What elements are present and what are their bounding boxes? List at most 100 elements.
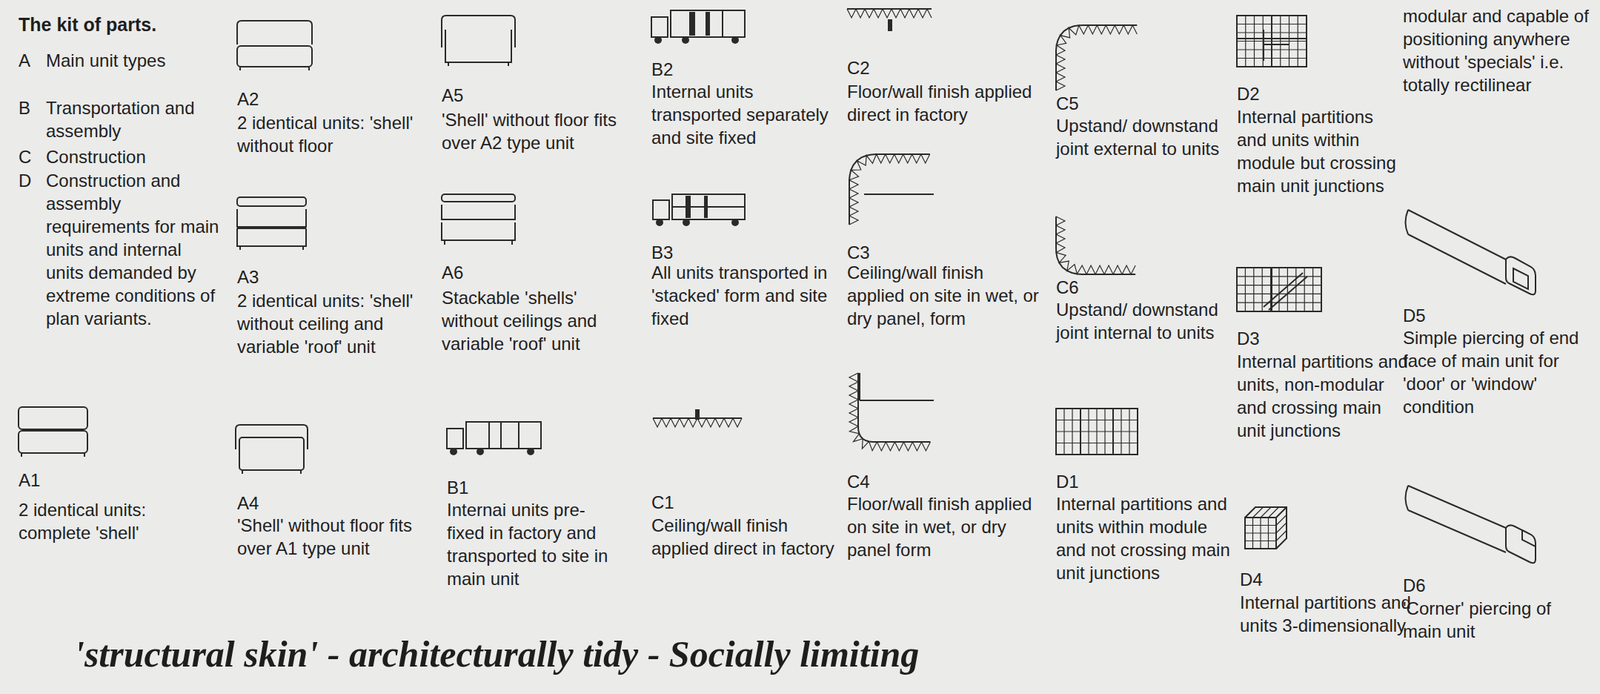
unit-shell bbox=[237, 45, 312, 67]
internal-unit bbox=[705, 11, 710, 36]
item-label: Internal partitions and units 3-dimensio… bbox=[1239, 590, 1418, 637]
item-label: Internai units pre-fixed in factory and … bbox=[446, 498, 619, 590]
handwritten-caption: 'structural skin' - architecturally tidy… bbox=[74, 631, 919, 676]
item-label: 2 identical units: 'shell' without ceili… bbox=[237, 289, 427, 358]
item-code: C bbox=[18, 145, 44, 169]
item-label: Ceiling/wall finish applied on site in w… bbox=[847, 260, 1042, 330]
truss-zigzag bbox=[652, 417, 742, 427]
wheel bbox=[476, 447, 484, 456]
item-label: Internal units transported separately an… bbox=[651, 80, 837, 149]
truss-edge bbox=[1056, 25, 1137, 91]
cube-face bbox=[1245, 517, 1277, 549]
truss-zigzag bbox=[1056, 216, 1136, 275]
item-code: B bbox=[18, 96, 44, 120]
unit-shell bbox=[18, 406, 88, 430]
item-label: All units transported in 'stacked' form … bbox=[651, 260, 837, 330]
grid-line bbox=[1079, 408, 1082, 455]
item-code: D6 bbox=[1402, 573, 1448, 597]
item-label: Floor/wall finish applied on site in wet… bbox=[847, 492, 1042, 562]
grid-line bbox=[1245, 267, 1246, 312]
item-label: 2 identical units: 'shell' without floor bbox=[237, 111, 427, 158]
wheel bbox=[681, 36, 690, 44]
module-outline bbox=[1056, 408, 1138, 455]
item-code: D5 bbox=[1402, 303, 1448, 327]
item-label: 'Shell' without floor fits over A2 type … bbox=[441, 108, 624, 155]
truss-guide bbox=[853, 158, 934, 225]
truck-icon bbox=[651, 10, 745, 44]
unit-icon bbox=[237, 20, 312, 71]
truss-zigzag bbox=[1056, 25, 1137, 91]
grid-line bbox=[1270, 267, 1273, 312]
end-face bbox=[1505, 256, 1536, 295]
truss-edge bbox=[858, 372, 931, 442]
internal-unit bbox=[721, 10, 724, 38]
unit-shell bbox=[441, 222, 516, 241]
grid-line bbox=[1245, 540, 1277, 541]
grid-line bbox=[1276, 530, 1287, 541]
item-label: Internal partitions and units within mod… bbox=[1056, 492, 1234, 584]
grid-line bbox=[1270, 267, 1271, 312]
module-outline bbox=[1236, 15, 1307, 67]
truck-trailer bbox=[466, 421, 541, 449]
truss-guide bbox=[1060, 29, 1138, 91]
item-label: modular and capable of positioning anywh… bbox=[1402, 4, 1595, 97]
grid-line bbox=[1056, 419, 1138, 421]
grid-line bbox=[1270, 15, 1273, 67]
item-code: D1 bbox=[1056, 469, 1101, 493]
wheel bbox=[655, 218, 664, 227]
grid-line bbox=[1236, 284, 1322, 286]
unit-leg bbox=[242, 469, 301, 474]
truss-zigzag bbox=[849, 154, 931, 225]
wheel bbox=[682, 218, 690, 227]
grid-line bbox=[1295, 267, 1297, 312]
item-code: A2 bbox=[237, 87, 282, 111]
grid-line bbox=[1268, 276, 1308, 310]
finish-line bbox=[864, 193, 934, 195]
truss-edge bbox=[1056, 216, 1136, 275]
unit-shell bbox=[237, 228, 307, 247]
item-code: D3 bbox=[1236, 326, 1282, 350]
grid-line bbox=[1056, 442, 1138, 444]
item-label: Simple piercing of end face of main unit… bbox=[1402, 326, 1595, 418]
internal-unit bbox=[689, 11, 696, 36]
unit-shell bbox=[445, 29, 512, 63]
grid-line bbox=[1312, 267, 1314, 312]
item-code: B1 bbox=[446, 475, 492, 499]
item-code: B3 bbox=[651, 240, 696, 264]
item-code: C1 bbox=[651, 490, 696, 514]
grid-line bbox=[1270, 15, 1272, 67]
unit-edge bbox=[1408, 209, 1506, 284]
unit-shell bbox=[441, 204, 516, 220]
item-code: A bbox=[18, 48, 44, 72]
truck-trailer bbox=[672, 194, 745, 220]
truck-icon bbox=[652, 194, 745, 227]
grid-line bbox=[1263, 272, 1303, 307]
unit-shell bbox=[237, 208, 307, 227]
item-label: Internal partitions and units within mod… bbox=[1236, 105, 1406, 198]
truck-trailer bbox=[670, 10, 745, 38]
wheel bbox=[449, 447, 458, 456]
truss-zigzag bbox=[849, 372, 931, 451]
item-code: A1 bbox=[18, 468, 63, 492]
wheel bbox=[731, 36, 739, 44]
roof-unit bbox=[237, 197, 307, 207]
grid-line bbox=[1267, 517, 1269, 549]
truck-cab bbox=[652, 200, 670, 220]
kit-title: The kit of parts. bbox=[18, 13, 157, 37]
internal-unit bbox=[489, 421, 519, 449]
finish-line bbox=[859, 372, 934, 401]
unit-edge bbox=[1405, 209, 1409, 235]
unit-leg bbox=[21, 452, 85, 457]
item-label: Floor/wall finish applied direct in fact… bbox=[847, 80, 1042, 126]
unit-shell bbox=[239, 437, 304, 470]
unit-icon bbox=[441, 194, 516, 245]
wheel bbox=[526, 447, 535, 456]
grid-line bbox=[1112, 408, 1114, 455]
item-code: C6 bbox=[1056, 275, 1101, 299]
grid-line bbox=[1304, 267, 1306, 312]
grid-line bbox=[1236, 275, 1322, 277]
roof-unit bbox=[441, 194, 516, 202]
item-label: Internal partitions and units, non-modul… bbox=[1236, 349, 1414, 442]
grid-line bbox=[1287, 267, 1289, 312]
stacked-unit bbox=[672, 206, 745, 208]
